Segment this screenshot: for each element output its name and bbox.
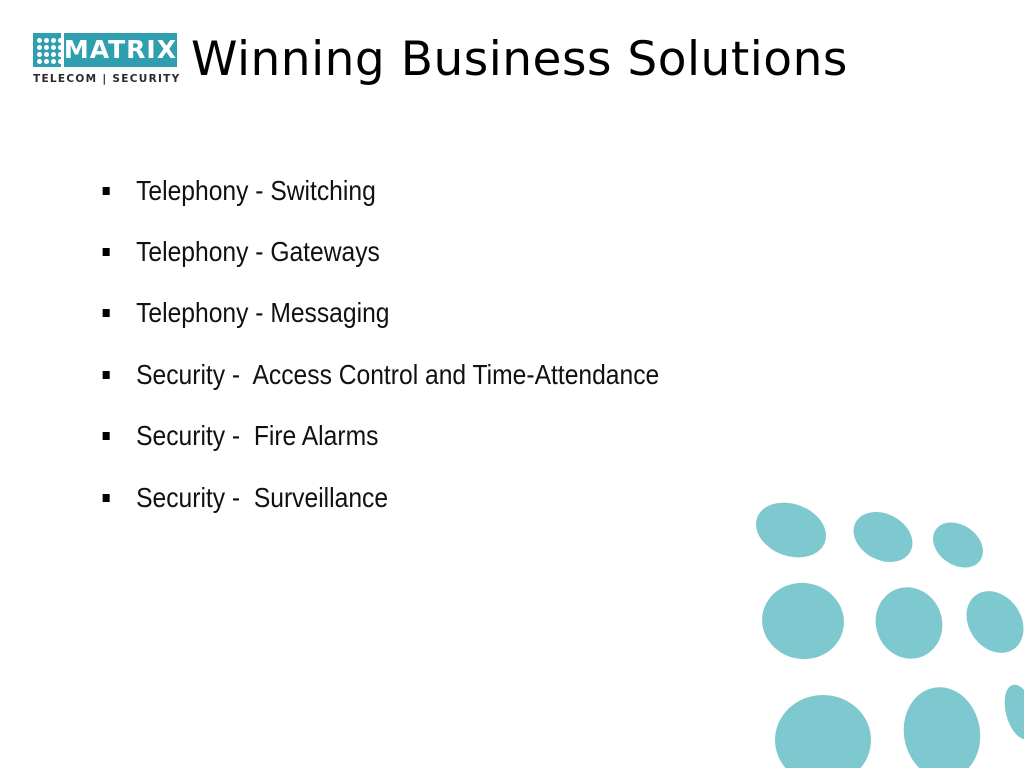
bullet-item: Telephony - Messaging (100, 283, 659, 344)
logo-tagline: TELECOM | SECURITY (33, 73, 181, 85)
bullet-item: Telephony - Gateways (100, 221, 659, 282)
logo-badge: MATRIX (33, 33, 177, 67)
decorative-dot (853, 512, 913, 562)
decorative-dot (756, 502, 826, 558)
square-bullet-icon (102, 309, 110, 318)
decorative-dots (756, 502, 1024, 768)
bullet-item: Telephony - Switching (100, 160, 659, 221)
bullet-text: Security - Surveillance (136, 481, 389, 513)
decorative-dot (775, 695, 871, 768)
decorative-dot (933, 522, 983, 568)
decorative-dot (1004, 684, 1024, 740)
bullet-item: Security - Surveillance (100, 467, 659, 528)
bullet-text: Security - Fire Alarms (136, 420, 379, 452)
logo-wordmark: MATRIX (63, 33, 177, 67)
bullet-list: Telephony - Switching Telephony - Gatewa… (100, 160, 736, 528)
bullet-item: Security - Access Control and Time-Atten… (100, 344, 659, 405)
square-bullet-icon (102, 370, 110, 379)
bullet-text: Telephony - Switching (136, 174, 376, 206)
bullet-text: Telephony - Messaging (136, 297, 390, 329)
bullet-text: Security - Access Control and Time-Atten… (136, 358, 660, 390)
square-bullet-icon (102, 248, 110, 257)
slide-title: Winning Business Solutions (191, 32, 848, 87)
decorative-dot (762, 582, 844, 660)
logo-dots-icon (33, 33, 63, 67)
dot-group (756, 502, 1024, 768)
matrix-logo: MATRIX TELECOM | SECURITY (33, 33, 181, 90)
decorative-dot (903, 687, 981, 768)
decorative-dot (966, 591, 1024, 653)
square-bullet-icon (102, 186, 110, 195)
bullet-text: Telephony - Gateways (136, 236, 380, 268)
bullet-item: Security - Fire Alarms (100, 406, 659, 467)
decorative-dot (875, 587, 943, 659)
square-bullet-icon (102, 432, 110, 441)
square-bullet-icon (102, 493, 110, 502)
